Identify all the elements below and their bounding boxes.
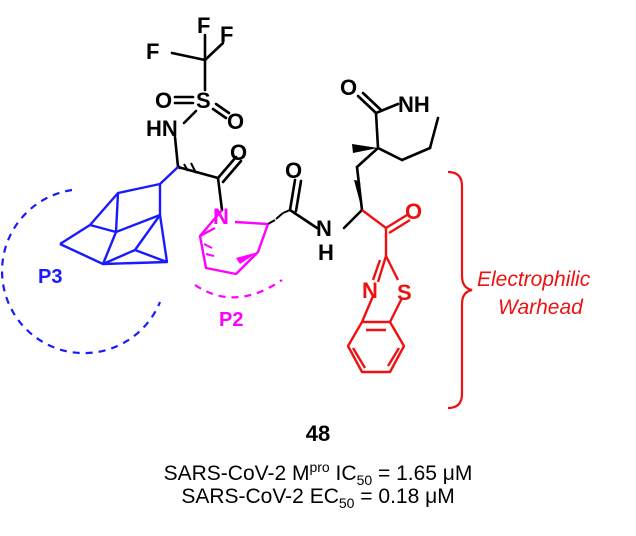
- atom-f: F: [220, 22, 233, 47]
- atom-n: N: [316, 216, 332, 241]
- atom-o: O: [340, 75, 357, 100]
- ec50-value: = 0.18 μM: [354, 485, 455, 508]
- bicyclic-ring: [198, 209, 270, 276]
- p3-label: P3: [38, 266, 62, 288]
- atom-n: N: [362, 278, 378, 303]
- hashed-bond: [203, 243, 215, 257]
- black-bonds: [170, 33, 440, 230]
- hashed-bond: [267, 209, 291, 225]
- ec50-caption: SARS-CoV-2 EC50 = 0.18 μM: [0, 484, 636, 516]
- ic50-sub: 50: [356, 472, 373, 489]
- p3-pocket-arc: [0, 188, 162, 355]
- ic50-caption: SARS-CoV-2 Mpro IC50 = 1.65 μM: [0, 454, 636, 493]
- atom-h: H: [318, 240, 334, 265]
- ic50-value: = 1.65 μM: [372, 462, 473, 485]
- chemical-structure: F F F S O O HN O N O N H O NH O N S P3 P…: [0, 13, 591, 410]
- wedge-bond: [236, 252, 258, 264]
- atom-s: S: [397, 280, 412, 305]
- atom-o: O: [230, 140, 247, 165]
- atom-nh: NH: [398, 92, 430, 117]
- atom-o: O: [227, 109, 244, 134]
- atom-n: N: [213, 204, 229, 229]
- ec50-sub: 50: [338, 495, 355, 512]
- ic50-sup: pro: [309, 459, 330, 475]
- hashed-bond: [177, 162, 197, 174]
- atom-f: F: [146, 39, 159, 64]
- atom-f: F: [197, 13, 210, 38]
- atom-s: S: [196, 88, 211, 113]
- wedge-bond: [352, 144, 378, 153]
- atom-o: O: [155, 88, 172, 113]
- p2-pocket-arc: [194, 279, 283, 299]
- warhead: [346, 209, 411, 374]
- warhead-label-line2: Warhead: [498, 296, 584, 319]
- warhead-label-line1: Electrophilic: [477, 268, 591, 291]
- compound-number: 48: [305, 421, 331, 446]
- ic50-mid: IC: [329, 462, 357, 485]
- atom-hn: HN: [146, 116, 178, 141]
- wedge-bond: [354, 180, 362, 210]
- ec50-prefix: SARS-CoV-2 EC: [181, 485, 339, 508]
- ic50-prefix: SARS-CoV-2 M: [163, 462, 310, 485]
- adamantane: [59, 166, 179, 266]
- p2-label: P2: [219, 309, 243, 331]
- atom-o: O: [405, 199, 422, 224]
- atom-o: O: [285, 158, 302, 183]
- warhead-bracket: [447, 170, 473, 410]
